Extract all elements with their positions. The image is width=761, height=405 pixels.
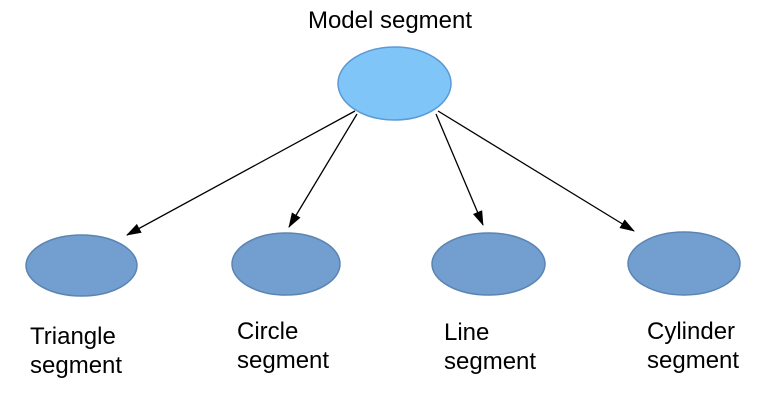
node-triangle-segment — [25, 234, 138, 297]
arrow-model-to-circle — [288, 113, 358, 228]
node-label-cylinder-segment: Cylinder segment — [647, 317, 739, 375]
node-cylinder-segment — [627, 231, 741, 296]
label-line: segment — [647, 347, 740, 374]
arrow-model-to-triangle — [126, 110, 356, 236]
node-label-triangle-segment: Triangle segment — [30, 322, 122, 380]
label-line: Triangle — [30, 323, 116, 350]
arrow-model-to-line — [435, 113, 484, 226]
label-line: segment — [444, 348, 537, 375]
node-label-line-segment: Line segment — [444, 318, 536, 376]
label-line: Circle — [237, 318, 299, 345]
node-model-segment — [337, 46, 452, 121]
node-line-segment — [431, 232, 546, 296]
root-node-label: Model segment — [307, 7, 473, 34]
label-line: segment — [30, 352, 123, 379]
label-line: Line — [444, 319, 490, 346]
label-line: segment — [237, 347, 330, 374]
arrow-model-to-cylinder — [437, 110, 635, 232]
node-label-circle-segment: Circle segment — [237, 317, 329, 375]
node-circle-segment — [231, 232, 341, 296]
label-line: Cylinder — [647, 318, 736, 345]
